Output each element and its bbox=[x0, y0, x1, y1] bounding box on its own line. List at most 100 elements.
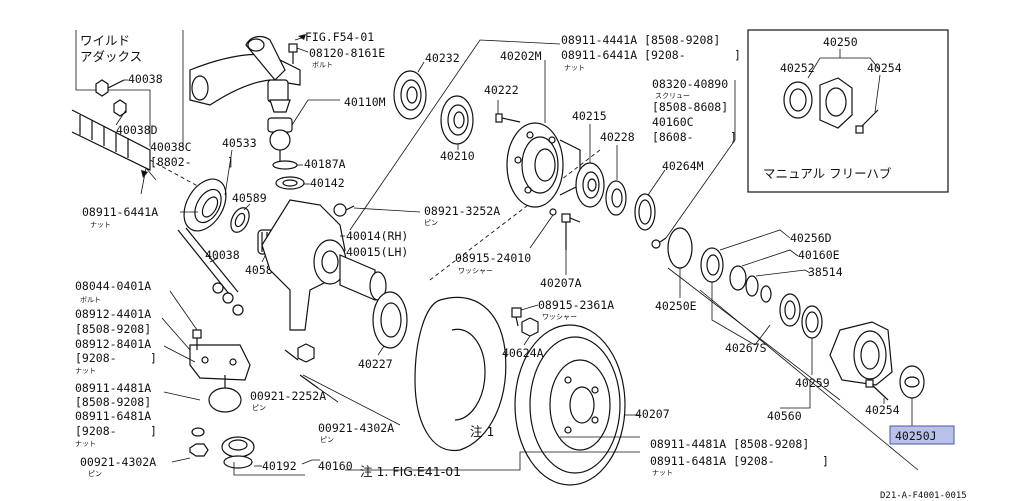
label-08911-6441a-left: 08911-6441A bbox=[82, 205, 158, 219]
sub-nut-left-2: ナット bbox=[75, 367, 96, 375]
seal-40259 bbox=[801, 305, 823, 339]
sub-nut-left-3: ナット bbox=[75, 440, 96, 448]
stud-40222 bbox=[495, 113, 521, 123]
label-08921-3252a: 08921-3252A bbox=[424, 204, 500, 218]
nut-40160 bbox=[189, 427, 209, 457]
label-40254-box: 40254 bbox=[867, 61, 902, 75]
dust-shield bbox=[414, 296, 507, 451]
label-8508-9208-a: [8508-9208] bbox=[75, 322, 151, 336]
seal-40227 bbox=[372, 291, 408, 349]
label-08911-6481a-bottom-close: ] bbox=[822, 454, 829, 468]
cup-40187a bbox=[272, 160, 298, 170]
seal-40142 bbox=[275, 176, 305, 190]
label-40254: 40254 bbox=[865, 403, 900, 417]
pin-00921-2252a bbox=[284, 349, 319, 389]
label-40187a: 40187A bbox=[304, 157, 346, 171]
upper-control-arm bbox=[189, 35, 301, 113]
label-40207: 40207 bbox=[635, 407, 670, 421]
label-40142: 40142 bbox=[310, 176, 345, 190]
label-8608: [8608- bbox=[652, 130, 694, 144]
label-40264m: 40264M bbox=[662, 159, 704, 173]
label-40192: 40192 bbox=[262, 459, 297, 473]
label-9208-a: [9208- bbox=[75, 351, 117, 365]
note-ref-e41: 注 1. FIG.E41-01 bbox=[360, 464, 461, 479]
label-40202m: 40202M bbox=[500, 49, 542, 63]
upper-ball-joint-40110m bbox=[267, 117, 293, 164]
label-40589: 40589 bbox=[232, 191, 267, 205]
label-08911-6481a-bottom: 08911-6481A [9208- bbox=[650, 454, 775, 468]
label-40228: 40228 bbox=[600, 130, 635, 144]
seal-40589 bbox=[230, 207, 250, 233]
label-40015: 40015(LH) bbox=[346, 245, 408, 259]
sub-screw: スクリュー bbox=[655, 92, 690, 100]
label-8508-8608: [8508-8608] bbox=[652, 100, 728, 114]
bearing-40533 bbox=[183, 178, 227, 232]
label-40533: 40533 bbox=[222, 136, 257, 150]
label-40222: 40222 bbox=[484, 83, 519, 97]
label-40560: 40560 bbox=[767, 409, 802, 423]
lower-ball-joint bbox=[208, 375, 242, 413]
label-40250j: 40250J bbox=[895, 429, 937, 443]
washer-08915-24010 bbox=[549, 208, 557, 216]
label-40250: 40250 bbox=[823, 35, 858, 49]
ring-40160e bbox=[729, 265, 747, 291]
label-40014: 40014(RH) bbox=[346, 229, 408, 243]
sub-bolt-left: ボルト bbox=[80, 296, 101, 304]
label-40210: 40210 bbox=[440, 149, 475, 163]
label-fig-f54-01: FIG.F54-01 bbox=[305, 30, 374, 44]
bolt-40254 bbox=[865, 379, 889, 401]
label-08912-8401a: 08912-8401A bbox=[75, 337, 151, 351]
label-40227: 40227 bbox=[358, 357, 393, 371]
label-40038-rod: 40038 bbox=[205, 248, 240, 262]
ring-38514 bbox=[745, 275, 759, 297]
ring-small bbox=[760, 285, 772, 303]
label-08915-24010: 08915-24010 bbox=[455, 251, 531, 265]
steering-knuckle bbox=[261, 199, 387, 331]
footer-code: D21-A-F4001-0015 bbox=[880, 491, 967, 501]
bearing-40256d bbox=[700, 247, 724, 283]
highlight-40250j[interactable]: 40250J bbox=[889, 425, 955, 445]
link-rod-40038 bbox=[177, 227, 244, 316]
brake-rotor bbox=[514, 324, 626, 486]
label-9208-b: [9208- bbox=[75, 424, 117, 438]
label-40160c: 40160C bbox=[652, 115, 694, 129]
label-40267s: 40267S bbox=[725, 341, 767, 355]
label-40160: 40160 bbox=[318, 459, 353, 473]
bolt-08915-2361a bbox=[511, 307, 522, 327]
label-40038c-date: [8802- bbox=[150, 155, 192, 169]
label-08911-6441a-top: 08911-6441A [9208- bbox=[561, 48, 686, 62]
sub-pin-mid: ピン bbox=[252, 404, 266, 412]
label-08320: 08320-40890 bbox=[652, 77, 728, 91]
label-40256d: 40256D bbox=[790, 231, 832, 245]
wild-ducks-inset: ワイルド アダックス 40038 40038D bbox=[75, 30, 184, 148]
label-9208-b-close: ] bbox=[150, 424, 157, 438]
manual-free-hub-inset: 40250 40252 40254 マニュアル フリーハブ bbox=[747, 29, 949, 193]
boot-40192 bbox=[221, 436, 255, 469]
bearing-40267s bbox=[779, 293, 801, 327]
sub-pin-top: ピン bbox=[424, 219, 438, 227]
label-08911-4481a: 08911-4481A bbox=[75, 381, 151, 395]
label-40215: 40215 bbox=[572, 109, 607, 123]
label-08912-4401a: 08912-4401A bbox=[75, 307, 151, 321]
lock-washer-40264m bbox=[634, 193, 656, 231]
screw-08320 bbox=[651, 237, 667, 249]
label-38514: 38514 bbox=[808, 265, 843, 279]
seal-40228 bbox=[605, 180, 627, 216]
label-40207a: 40207A bbox=[540, 276, 582, 290]
bearing-40232 bbox=[393, 70, 427, 120]
sub-washer-mid: ワッシャー bbox=[542, 313, 577, 321]
free-hub-bolt bbox=[855, 109, 879, 134]
label-08911-4481a-bottom: 08911-4481A [8508-9208] bbox=[650, 437, 809, 451]
label-08911-6441a-top-close: ] bbox=[734, 48, 741, 62]
label-00921-2252a: 00921-2252A bbox=[250, 389, 326, 403]
label-40038c: 40038C bbox=[150, 140, 192, 154]
sub-pin-left: ピン bbox=[88, 470, 102, 478]
bearing-40215 bbox=[575, 162, 605, 208]
sub-bolt-top: ボルト bbox=[312, 61, 333, 69]
wild-ducks-title-2: アダックス bbox=[80, 49, 142, 64]
nut-40624a bbox=[521, 317, 539, 337]
nut-40038d-inset bbox=[113, 99, 127, 117]
free-hub-body bbox=[783, 77, 853, 129]
hub-40202m bbox=[506, 122, 581, 208]
